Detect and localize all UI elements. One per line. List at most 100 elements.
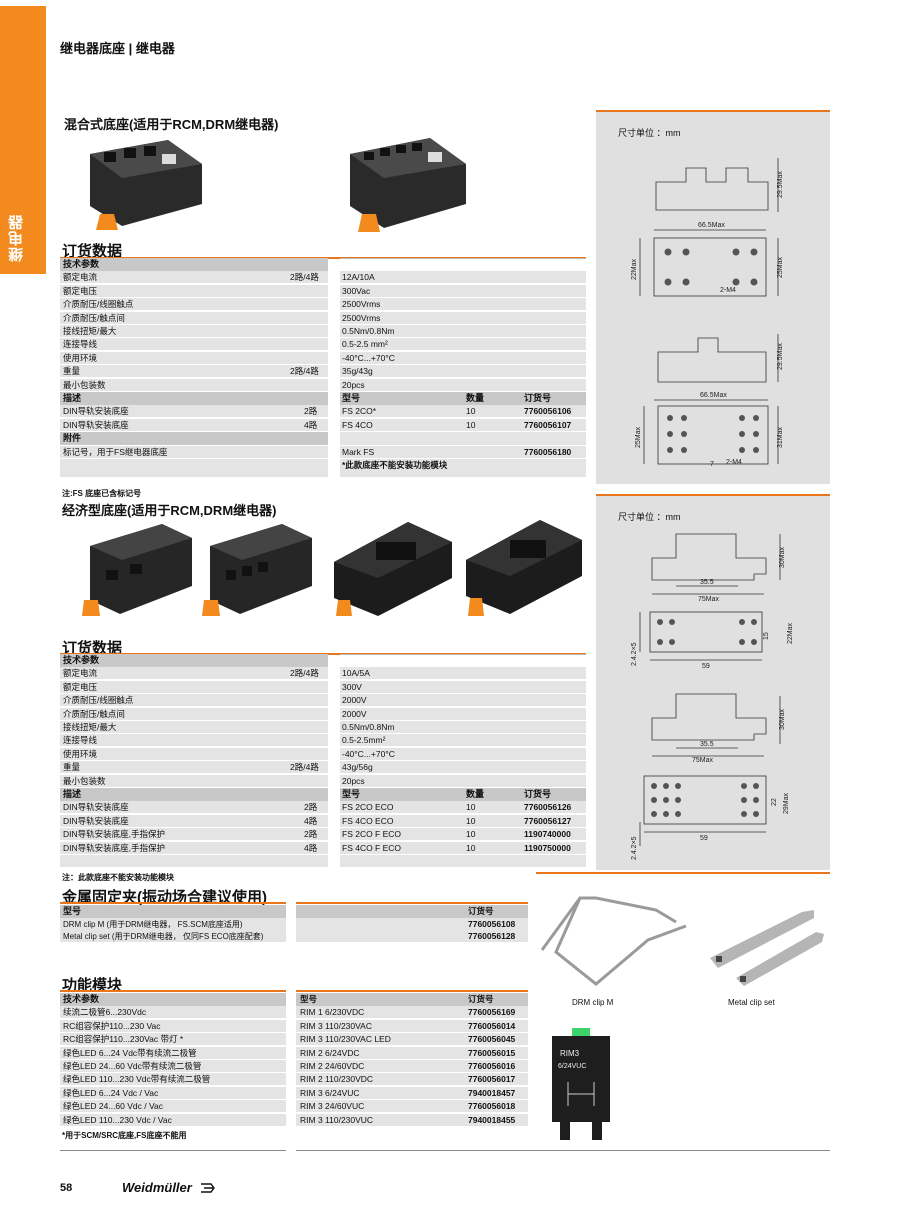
- sec2-param-variant: 2路/4路: [290, 762, 319, 773]
- sec1-desc-header: 描述: [60, 392, 328, 405]
- sec1-acc-desc: 标记号，用于FS继电器底座: [60, 445, 328, 459]
- sec2-param-label: 接线扭矩/最大: [60, 721, 328, 734]
- sec1-desc-header-right: 型号数量订货号: [340, 392, 586, 405]
- sec1-item-poles: 2路: [304, 406, 318, 417]
- sec4-item-order: 7940018455: [468, 1114, 516, 1125]
- sec3-item-type: Metal clip set (用于DRM继电器， 仅同FS ECO底座配套): [60, 930, 286, 943]
- sec4-item-order: 7760056018: [468, 1101, 516, 1112]
- sec2-tech-header: 技术参数: [60, 654, 328, 667]
- sec1-item-desc: DIN导轨安装底座: [60, 405, 328, 419]
- sec2-param-value: 20pcs: [340, 774, 586, 788]
- dim-depth-2b: 31Max: [777, 426, 784, 448]
- sec2-param-value: 43g/56g: [340, 761, 586, 775]
- dim2-depth-2: 29Max: [783, 792, 790, 814]
- dim2-pitch-1: 2.4.2×5: [631, 642, 638, 666]
- sec1-param-label: 接线扭矩/最大: [60, 325, 328, 338]
- metal-clip-caption: Metal clip set: [728, 998, 775, 1007]
- dim2-height-1: 30Max: [779, 546, 786, 568]
- sec1-param-value: 300Vac: [340, 284, 586, 298]
- sec1-param-value: 2500Vrms: [340, 311, 586, 325]
- sec4-item-param: RC组容保护110...230 Vac: [60, 1019, 286, 1033]
- sec2-param-label: 介质耐压/线圈触点: [60, 694, 328, 708]
- sec2-desc-header: 描述: [60, 788, 328, 801]
- dim-drawing-1: 29.5Max 66.5Max 22Max 25Max 2-M4 29.5Max…: [631, 158, 784, 468]
- sec1-acc-type: Mark FS: [342, 446, 375, 457]
- sec2-item-poles: 4路: [304, 842, 318, 853]
- sec1-inline-note: *此款底座不能安装功能模块: [340, 459, 586, 477]
- dim2-span-2: 59: [700, 835, 708, 842]
- sec2-param-label: 重量: [60, 761, 328, 775]
- sec4-item-param: 绿色LED 24...60 Vdc / Vac: [60, 1100, 286, 1114]
- sec4-item-right: [296, 1046, 528, 1060]
- sec1-param-label: 最小包装数: [60, 378, 328, 392]
- sec1-acc-header: 附件: [60, 432, 328, 446]
- sec4-item-order: 7760056017: [468, 1074, 516, 1085]
- rim3-module-photo: RIM3 6/24VUC: [548, 1026, 614, 1146]
- sec1-item-order: 7760056106: [524, 406, 572, 417]
- dim-height-1: 29.5Max: [777, 171, 784, 198]
- sec2-col-order: 订货号: [524, 789, 552, 799]
- sec1-param-value: 20pcs: [340, 378, 586, 392]
- sec4-tech-header: 技术参数: [60, 993, 286, 1006]
- sec2-item-order: 7760056126: [524, 802, 572, 813]
- sec1-param-label: 连接导线: [60, 338, 328, 352]
- dim-offset-2: 7: [710, 461, 714, 468]
- section2-footnote: 注：此款底座不能安装功能模块: [62, 873, 174, 882]
- sec4-item-type: RIM 2 24/60VDC: [300, 1061, 365, 1071]
- sec1-item-type: FS 2CO*: [342, 406, 377, 417]
- sec4-item-right: [296, 1033, 528, 1047]
- sec2-item-order: 7760056127: [524, 815, 572, 826]
- drm-clip-caption: DRM clip M: [572, 998, 614, 1007]
- dim-drawing-2: 30Max 35.5 75Max 2.4.2×5 15 22Max 59 30M…: [631, 533, 794, 860]
- sec2-item-poles: 2路: [304, 829, 318, 840]
- sec2-col-qty: 数量: [466, 789, 485, 799]
- breadcrumb: 继电器底座 | 继电器: [60, 41, 175, 56]
- sec1-blank-left: [60, 459, 328, 477]
- sec1-param-value: 12A/10A: [340, 271, 586, 285]
- hybrid-base-4co-photo: [340, 132, 470, 236]
- sec1-param-label: 介质耐压/触点间: [60, 311, 328, 325]
- module-label-1: RIM3: [560, 1049, 580, 1058]
- sec2-item-desc: DIN导轨安装底座,手指保护: [60, 828, 328, 842]
- section1-order-title: 订货数据: [62, 243, 123, 260]
- sec1-param-label: 使用环境: [60, 351, 328, 365]
- sec2-param-variant: 2路/4路: [290, 668, 319, 679]
- eco-base-2co-photo: [76, 520, 194, 620]
- section1-footnote: 注:FS 底座已含标记号: [62, 489, 142, 498]
- section3-rule-left: [60, 902, 286, 904]
- sec4-item-param: 续流二极管6...230Vdc: [60, 1006, 286, 1020]
- sec4-item-right: [296, 1060, 528, 1073]
- sec2-param-value: 10A/5A: [340, 667, 586, 681]
- sec1-tech-header-right: [340, 258, 586, 271]
- sec2-param-label: 额定电压: [60, 680, 328, 694]
- sec1-param-value: 35g/43g: [340, 365, 586, 379]
- dim-panel2-rule: [596, 494, 830, 496]
- sec2-tech-header-right: [340, 654, 586, 667]
- sec4-item-param: RC组容保护110...230Vac 带灯 *: [60, 1033, 286, 1047]
- dim-panel-1: 尺寸单位 ：mm 29.5Max 66.5Max 22Max: [596, 112, 830, 484]
- sec2-param-label: 使用环境: [60, 747, 328, 761]
- sec1-acc-header-right: [340, 432, 586, 446]
- sec1-param-label: 介质耐压/线圈触点: [60, 298, 328, 312]
- section2-order-title: 订货数据: [62, 640, 123, 657]
- brand-mark-icon: [201, 1183, 215, 1193]
- sec2-param-value: -40°C...+70°C: [340, 747, 586, 761]
- sec2-desc-header-right: 型号数量订货号: [340, 788, 586, 801]
- sec3-item-order: 7760056128: [468, 931, 516, 941]
- sec3-item-right: [296, 930, 528, 943]
- sec4-item-type: RIM 3 24/60VUC: [300, 1101, 365, 1112]
- sec3-item-type: DRM clip M (用于DRM继电器， FS.SCM底座适用): [60, 917, 286, 931]
- sec1-tech-header: 技术参数: [60, 258, 328, 271]
- sec2-param-label: 最小包装数: [60, 774, 328, 788]
- sec2-item-type: FS 2CO ECO: [342, 802, 394, 813]
- section4-rule-right: [296, 990, 528, 992]
- section3-title: 金属固定夹(振动场合建议使用): [62, 889, 267, 906]
- sec2-blank-right: [340, 855, 586, 867]
- sec1-param-value: 0.5Nm/0.8Nm: [340, 325, 586, 338]
- sec3-col-order-header: [296, 905, 528, 918]
- dim-width-1: 66.5Max: [698, 222, 725, 229]
- sec4-item-param: 绿色LED 24...60 Vdc带有续流二极管: [60, 1060, 286, 1073]
